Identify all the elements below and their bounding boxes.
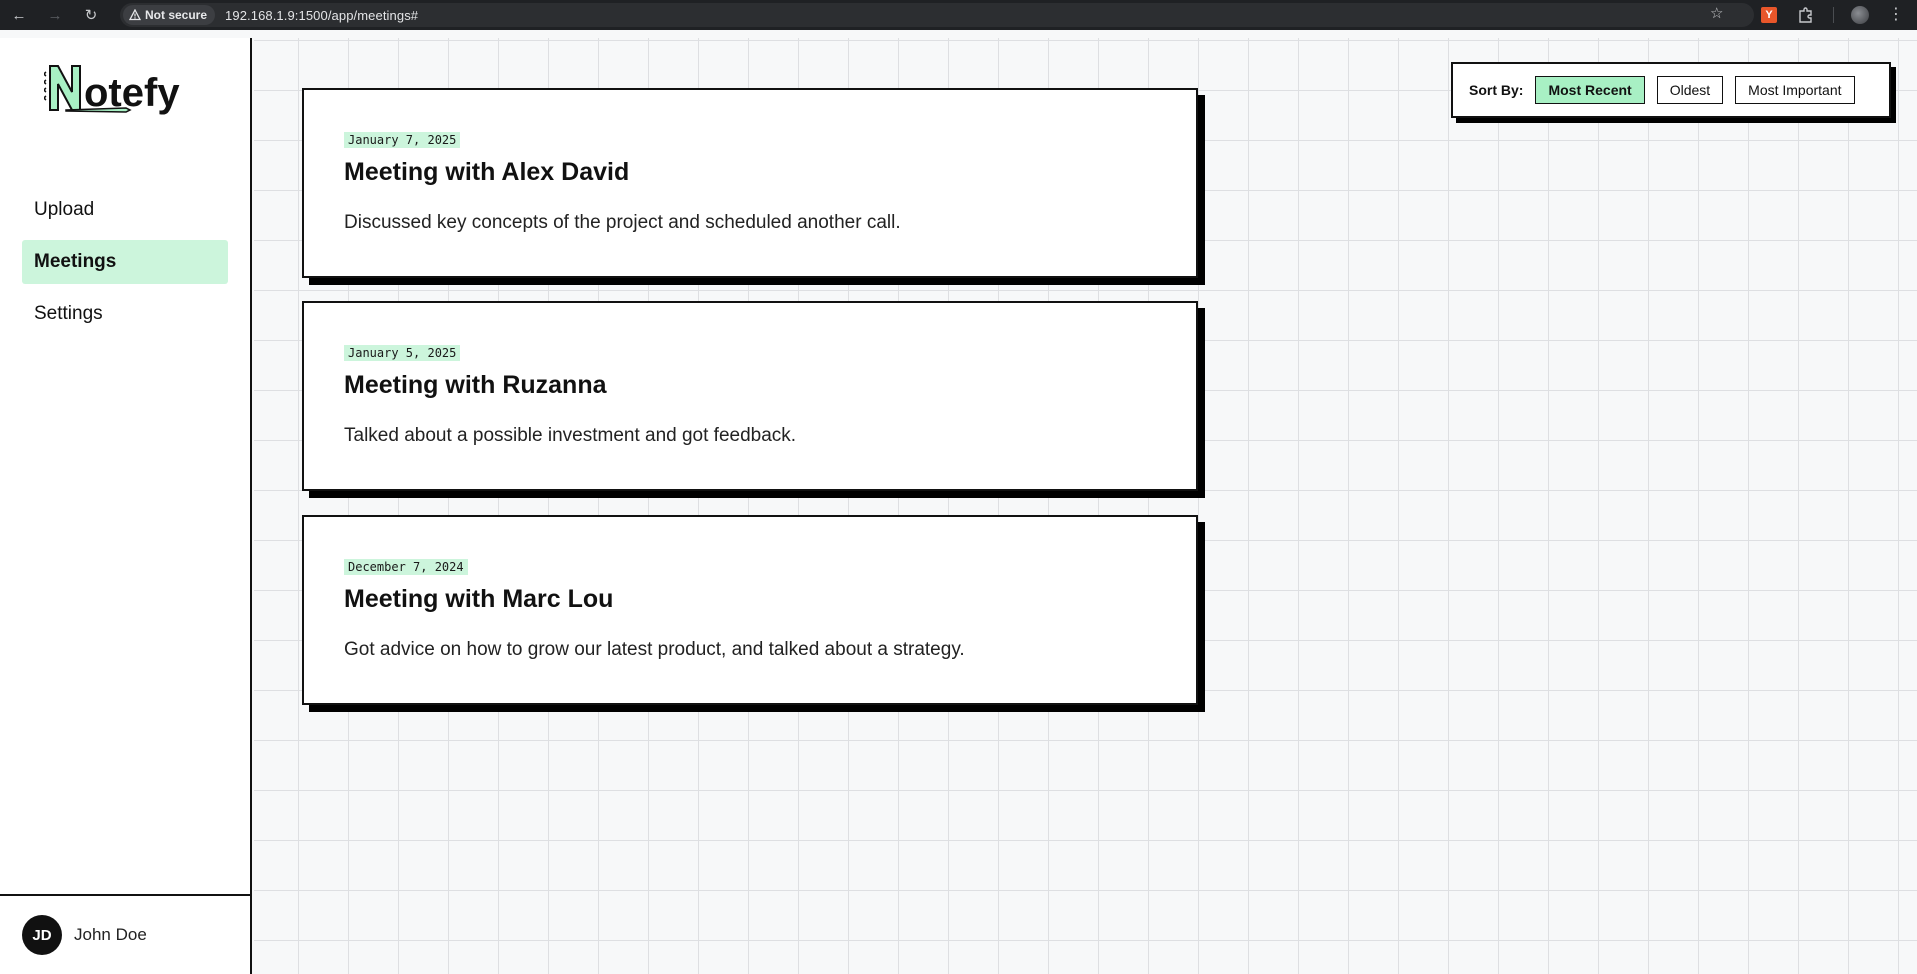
svg-text:otefy: otefy [84, 71, 180, 115]
user-name: John Doe [74, 925, 147, 944]
sort-most-important-button[interactable]: Most Important [1735, 76, 1855, 104]
meetings-main: January 7, 2025 Meeting with Alex David … [254, 38, 1917, 974]
url-text: 192.168.1.9:1500/app/meetings# [225, 7, 419, 23]
security-label: Not secure [145, 8, 208, 22]
sidebar-item-label: Settings [34, 303, 103, 324]
reload-icon[interactable]: ↻ [84, 7, 98, 24]
forward-arrow-icon[interactable]: → [47, 6, 63, 24]
browser-toolbar: ← → ↻ Not secure 192.168.1.9:1500/app/me… [0, 0, 1917, 30]
security-chip[interactable]: Not secure [123, 5, 216, 25]
sidebar-nav: Upload Meetings Settings [22, 188, 228, 344]
extension-y-icon[interactable]: Y [1761, 7, 1777, 23]
notefy-logo[interactable]: otefy [44, 60, 204, 116]
sidebar-item-label: Upload [34, 199, 95, 220]
sidebar-item-upload[interactable]: Upload [22, 188, 228, 232]
meeting-card[interactable]: January 5, 2025 Meeting with Ruzanna Tal… [302, 301, 1198, 491]
meeting-title[interactable]: Meeting with Ruzanna [344, 371, 607, 399]
meeting-title[interactable]: Meeting with Alex David [344, 158, 630, 186]
meeting-description: Got advice on how to grow our latest pro… [344, 639, 965, 660]
meeting-card[interactable]: December 7, 2024 Meeting with Marc Lou G… [302, 515, 1198, 705]
sidebar-item-label: Meetings [34, 251, 117, 272]
meeting-title[interactable]: Meeting with Marc Lou [344, 585, 614, 613]
meeting-description: Discussed key concepts of the project an… [344, 212, 901, 233]
sort-oldest-button[interactable]: Oldest [1656, 76, 1724, 104]
sort-panel: Sort By: Most Recent Oldest Most Importa… [1451, 62, 1891, 118]
warning-icon [129, 9, 141, 21]
extensions-puzzle-icon[interactable] [1796, 5, 1816, 25]
meeting-description: Talked about a possible investment and g… [344, 425, 797, 446]
meeting-date: December 7, 2024 [344, 559, 468, 575]
meeting-date: January 5, 2025 [344, 345, 461, 361]
meeting-card[interactable]: January 7, 2025 Meeting with Alex David … [302, 88, 1198, 278]
sort-most-recent-button[interactable]: Most Recent [1535, 76, 1645, 104]
sort-label: Sort By: [1469, 82, 1524, 98]
toolbar-divider [1833, 7, 1834, 23]
meeting-date: January 7, 2025 [344, 132, 461, 148]
user-profile[interactable]: JD John Doe [0, 894, 250, 974]
address-bar[interactable]: Not secure 192.168.1.9:1500/app/meetings… [120, 3, 1754, 27]
sidebar-item-meetings[interactable]: Meetings [22, 240, 228, 284]
sidebar: otefy Upload Meetings Settings JD John D… [0, 38, 252, 974]
sidebar-item-settings[interactable]: Settings [22, 292, 228, 336]
profile-avatar-icon[interactable] [1851, 6, 1869, 24]
avatar[interactable]: JD [22, 915, 62, 955]
back-arrow-icon[interactable]: ← [11, 6, 27, 24]
menu-dots-icon[interactable]: ⋮ [1888, 6, 1904, 23]
bookmark-star-icon[interactable]: ☆ [1710, 5, 1724, 22]
